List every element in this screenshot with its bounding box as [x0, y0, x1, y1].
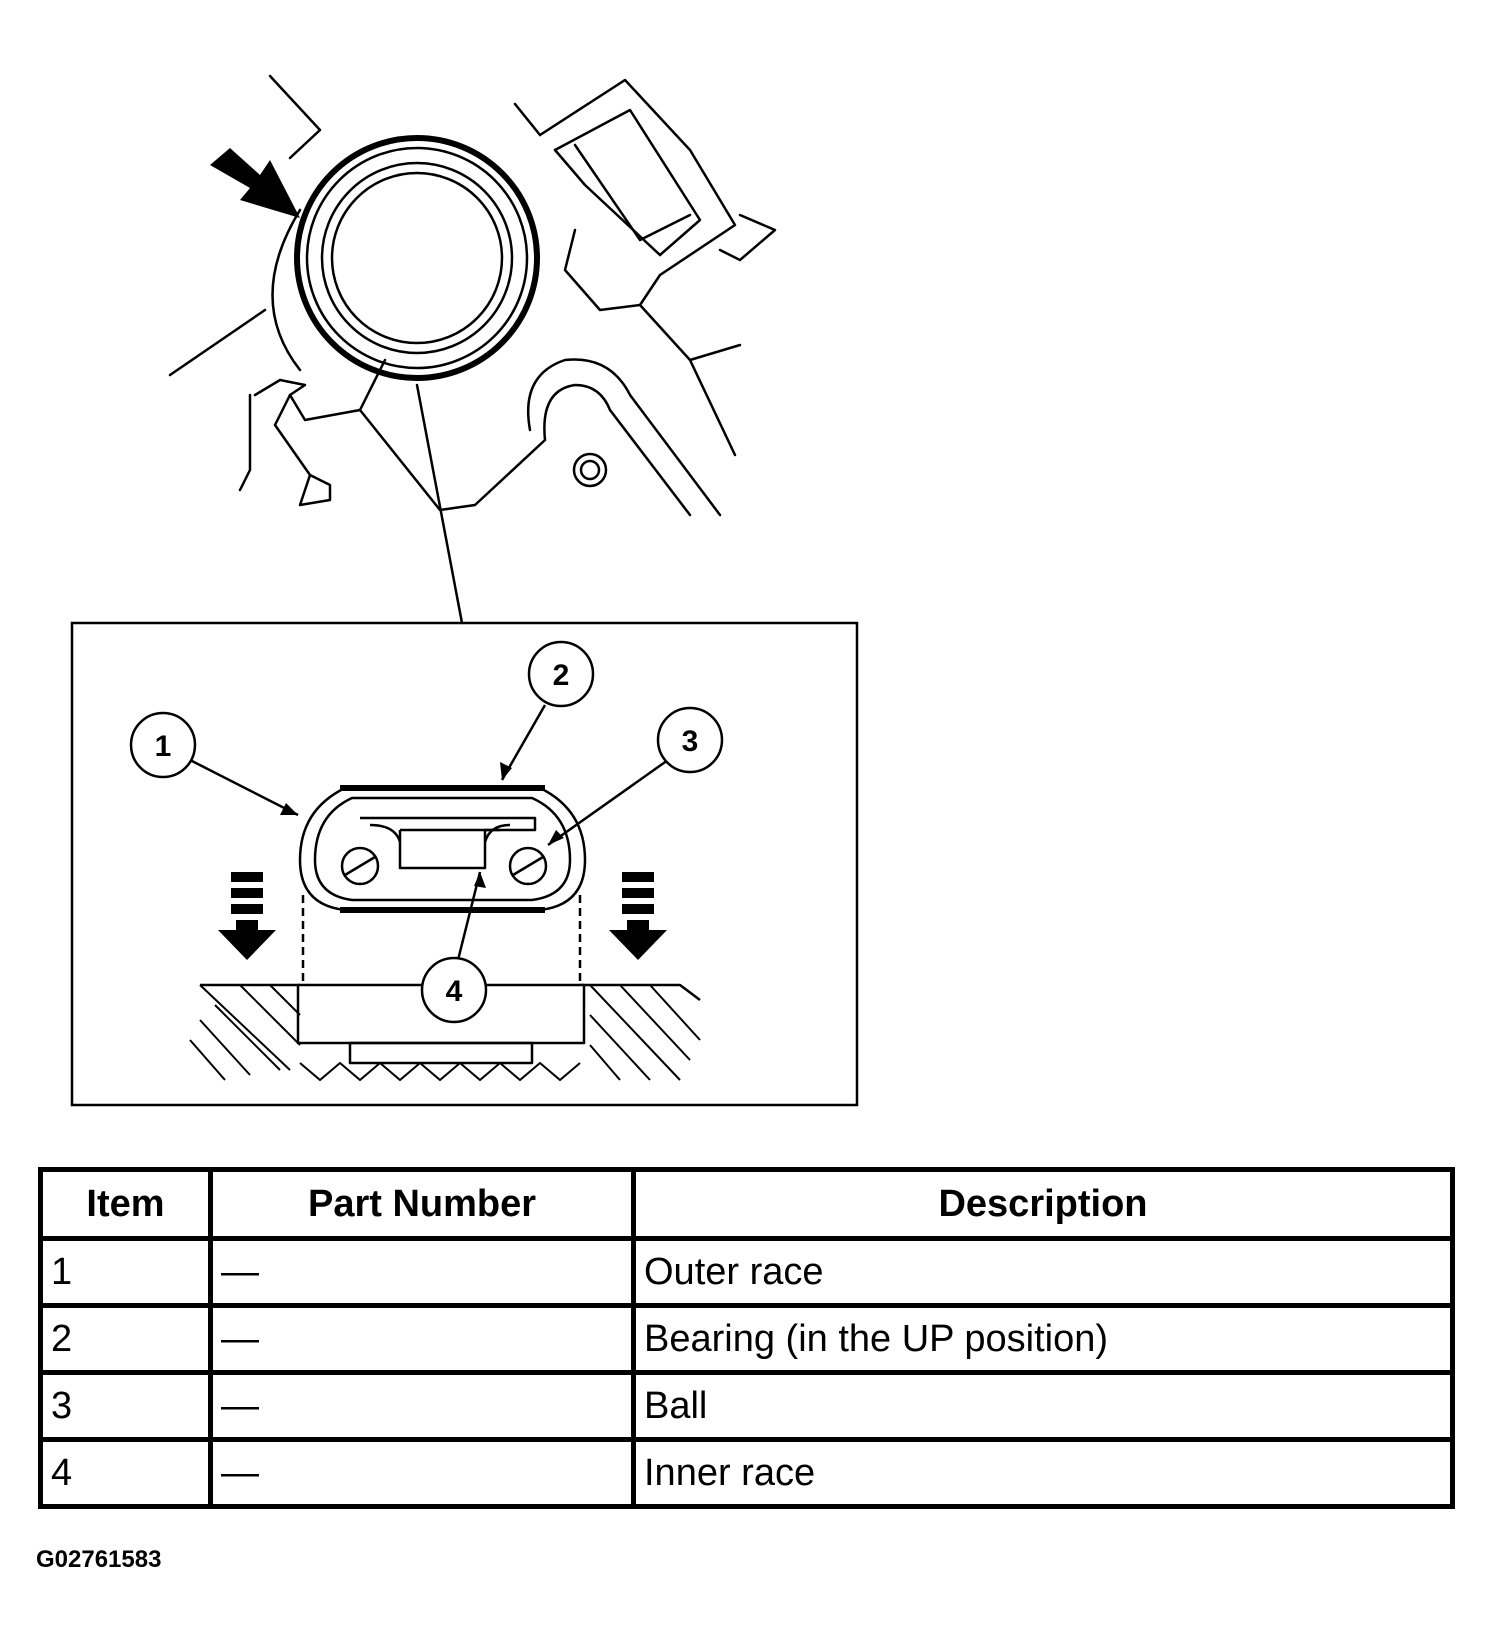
- svg-text:2: 2: [553, 659, 570, 692]
- callout-1: 1: [129, 711, 197, 779]
- press-down-arrow-right: [609, 872, 667, 960]
- part-number-cell: —: [208, 1437, 636, 1509]
- table-header-row: Item Part Number Description: [38, 1167, 1455, 1241]
- svg-text:3: 3: [682, 725, 699, 758]
- callout-leaders: [189, 704, 669, 961]
- housing-outline-right: [438, 78, 777, 517]
- callout-4: 4: [420, 956, 488, 1024]
- table-row: 4 — Inner race: [38, 1437, 1455, 1509]
- item-cell: 4: [38, 1437, 213, 1509]
- bearing-top-view: [294, 135, 540, 381]
- direction-arrow-icon: [210, 148, 300, 218]
- press-down-arrow-left: [218, 872, 276, 960]
- table-row: 1 — Outer race: [38, 1236, 1455, 1308]
- header-description: Description: [631, 1167, 1455, 1241]
- part-number-cell: —: [208, 1236, 636, 1308]
- callout-3: 3: [656, 706, 724, 774]
- bearing-cross-section: [298, 785, 587, 985]
- item-cell: 3: [38, 1370, 213, 1442]
- part-number-cell: —: [208, 1370, 636, 1442]
- figure-id: G02761583: [36, 1546, 162, 1573]
- header-part-number: Part Number: [208, 1167, 636, 1241]
- bearing-installation-diagram: 1 2 3 4: [70, 74, 859, 1107]
- parts-table: Item Part Number Description 1 — Outer r…: [38, 1167, 1455, 1509]
- table-row: 2 — Bearing (in the UP position): [38, 1303, 1455, 1375]
- detail-inset-frame: [70, 621, 859, 1107]
- description-cell: Outer race: [631, 1236, 1455, 1308]
- svg-text:1: 1: [155, 730, 172, 763]
- description-cell: Ball: [631, 1370, 1455, 1442]
- description-cell: Inner race: [631, 1437, 1455, 1509]
- item-cell: 2: [38, 1303, 213, 1375]
- housing-outline-left: [168, 74, 442, 512]
- item-cell: 1: [38, 1236, 213, 1308]
- leader-line: [415, 383, 464, 625]
- callout-2: 2: [527, 640, 595, 708]
- table-row: 3 — Ball: [38, 1370, 1455, 1442]
- svg-text:4: 4: [446, 975, 463, 1008]
- part-number-cell: —: [208, 1303, 636, 1375]
- description-cell: Bearing (in the UP position): [631, 1303, 1455, 1375]
- header-item: Item: [38, 1167, 213, 1241]
